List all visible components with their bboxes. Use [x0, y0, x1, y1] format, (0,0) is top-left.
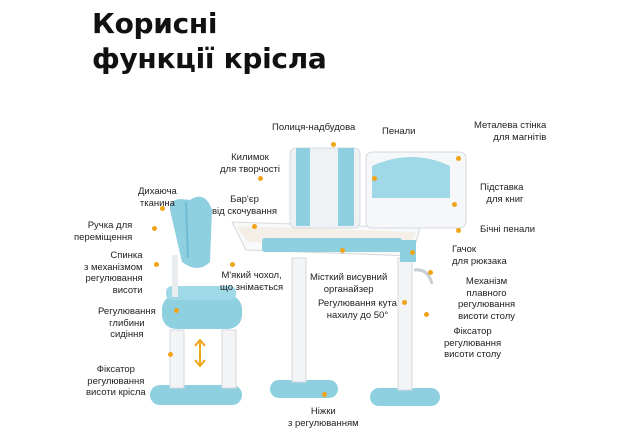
- chair-base: [150, 385, 242, 405]
- page-title: Корисні функції крісла: [92, 6, 327, 76]
- title-line-2: функції крісла: [92, 42, 327, 75]
- callout-dot: [252, 224, 257, 229]
- callout-dot: [152, 226, 157, 231]
- callout-dot: [452, 202, 457, 207]
- callout-dot: [154, 262, 159, 267]
- book-stand: [372, 157, 450, 198]
- chair: [150, 196, 242, 405]
- callout-dot: [230, 262, 235, 267]
- chair-back-post: [172, 255, 178, 297]
- callout-dot: [174, 308, 179, 313]
- callout-dot: [372, 176, 377, 181]
- callout-dot: [456, 228, 461, 233]
- callout-dot: [322, 392, 327, 397]
- chair-seat-top: [166, 286, 236, 300]
- callout-dot: [258, 176, 263, 181]
- desk: [231, 147, 467, 406]
- callout-dot: [340, 248, 345, 253]
- callout-dot: [456, 156, 461, 161]
- callout-dot: [402, 300, 407, 305]
- desk-leg-right: [397, 257, 413, 391]
- callout-dot: [428, 270, 433, 275]
- label-pencil-cases: Пенали: [382, 126, 416, 137]
- callout-dot: [160, 206, 165, 211]
- desk-leg-left: [291, 257, 307, 383]
- callout-dot: [331, 142, 336, 147]
- label-side-cases: Бічні пенали: [480, 224, 536, 235]
- chair-leg-right: [221, 329, 237, 389]
- side-case: [400, 240, 416, 262]
- desk-foot-left: [270, 380, 338, 398]
- chair-seat: [162, 295, 242, 329]
- chair-leg-left: [169, 329, 185, 389]
- callout-dot: [168, 352, 173, 357]
- callout-dot: [424, 312, 429, 317]
- callout-dot: [410, 250, 415, 255]
- desk-organizer: [262, 238, 402, 252]
- title-line-1: Корисні: [92, 7, 218, 40]
- crank-handle: [413, 268, 434, 285]
- label-shelf: Полиця-надбудова: [272, 122, 356, 133]
- chair-backrest: [169, 196, 212, 268]
- height-arrow-icon: [194, 338, 206, 368]
- desk-foot-right: [370, 388, 440, 406]
- label-soft-cover: М'який чохол,що знімається: [220, 270, 284, 293]
